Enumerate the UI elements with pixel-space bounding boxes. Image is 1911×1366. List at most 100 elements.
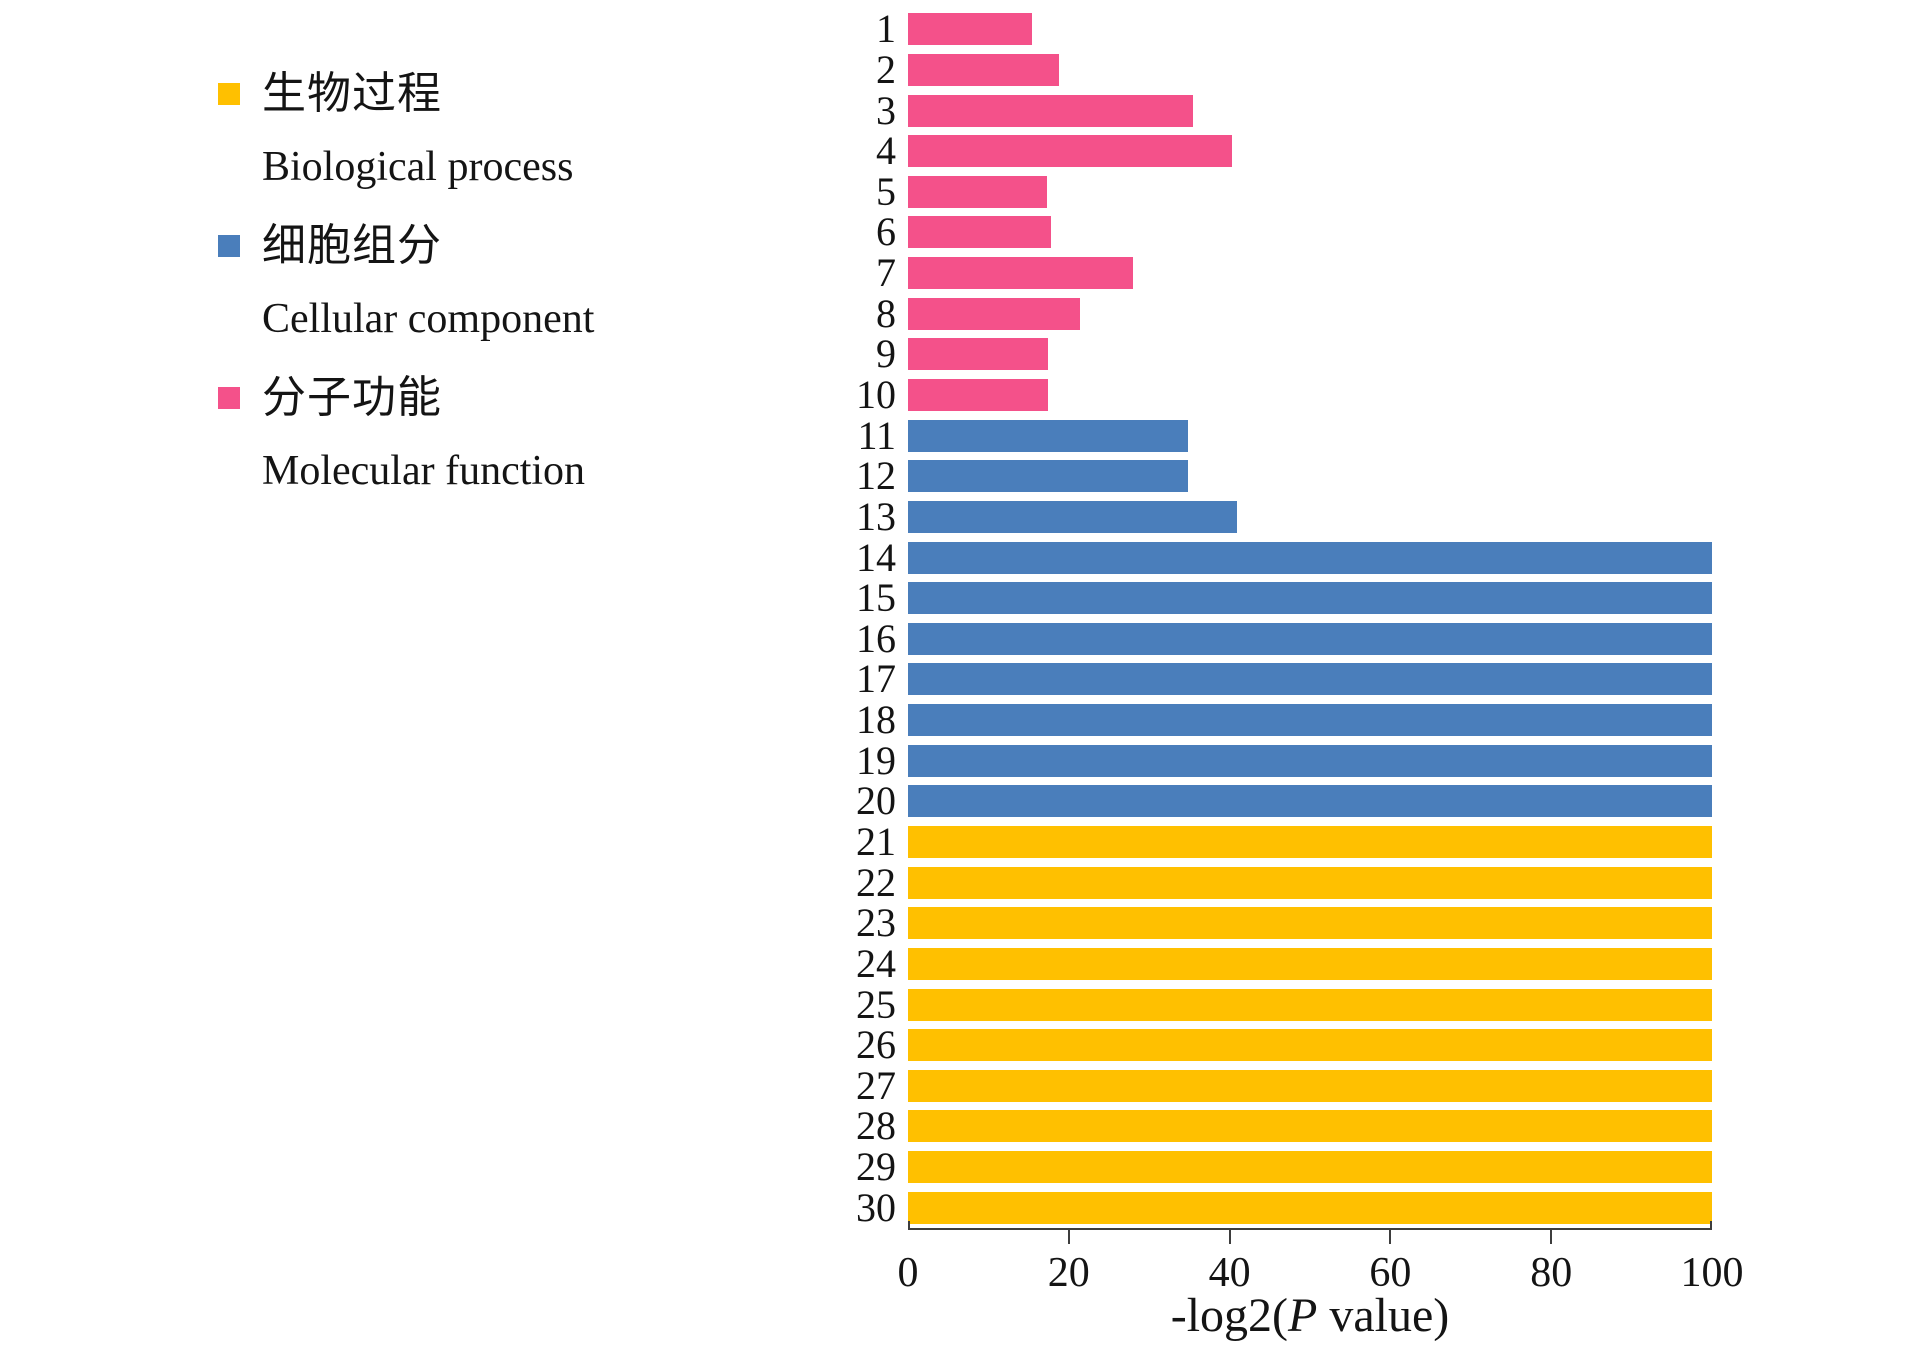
category-label: 10: [856, 372, 896, 417]
bar-row: 27: [856, 1065, 1712, 1106]
x-axis-tick: [1550, 1230, 1553, 1244]
x-axis-tick-label: 20: [1047, 1250, 1090, 1296]
x-axis-tick-label: 80: [1530, 1250, 1573, 1296]
legend-label-en-cellular-component: Cellular component: [262, 296, 595, 342]
category-label: 2: [876, 46, 896, 92]
bar-row: 24: [856, 943, 1712, 985]
bar: [908, 460, 1188, 493]
category-label: 8: [876, 290, 896, 336]
x-axis-tick-label: 60: [1369, 1250, 1412, 1296]
bar: [908, 1029, 1712, 1062]
category-label: 21: [856, 818, 896, 864]
chart-legend: 生物过程 Biological process 细胞组分 Cellular co…: [218, 62, 698, 518]
category-label: 19: [856, 737, 896, 783]
bar: [908, 53, 1060, 86]
bar: [908, 622, 1712, 655]
category-label: 7: [876, 250, 896, 296]
bar: [908, 1191, 1712, 1224]
bar-row: 22: [856, 862, 1712, 903]
bar-row: 2: [876, 49, 1712, 91]
legend-label-cn-molecular-function: 分子功能: [262, 372, 442, 423]
bar-row: 7: [876, 253, 1712, 294]
category-label: 22: [856, 859, 896, 905]
bar-row: 1: [876, 9, 1712, 50]
bar-row: 14: [856, 537, 1712, 578]
category-label: 24: [856, 940, 896, 986]
bar-row: 23: [856, 903, 1712, 944]
bar-row: 17: [856, 659, 1712, 700]
bar: [908, 907, 1712, 940]
bar: [908, 419, 1188, 452]
category-label: 11: [857, 412, 896, 458]
bar: [908, 1069, 1712, 1102]
bar: [908, 338, 1048, 371]
bar: [908, 947, 1712, 980]
legend-swatch-cellular-component: [218, 235, 240, 257]
bar: [908, 13, 1032, 46]
bar-row: 11: [857, 415, 1712, 456]
bar-row: 25: [856, 984, 1712, 1025]
category-label: 30: [856, 1184, 896, 1230]
bar-row: 19: [856, 740, 1712, 781]
legend-label-en-molecular-function: Molecular function: [262, 448, 586, 494]
bar-row: 6: [876, 212, 1712, 253]
bar-row: 28: [856, 1106, 1712, 1147]
bar-row: 13: [856, 496, 1712, 538]
category-label: 20: [856, 778, 896, 824]
x-axis-tick: [1067, 1230, 1070, 1244]
axis-cap-right: [1710, 1221, 1712, 1230]
legend-label-cn-cellular-component: 细胞组分: [262, 220, 442, 271]
x-axis-tick: [1228, 1230, 1231, 1244]
category-label: 4: [876, 128, 896, 174]
category-label: 16: [856, 615, 896, 661]
legend-label-cn-biological-process: 生物过程: [262, 68, 442, 119]
category-label: 13: [856, 493, 896, 539]
bar: [908, 744, 1712, 777]
category-label: 12: [856, 453, 896, 499]
bar-row: 4: [876, 131, 1712, 172]
x-axis-tick-label: 100: [1680, 1250, 1744, 1296]
x-axis-tick: [1389, 1230, 1392, 1244]
category-label: 9: [876, 331, 896, 377]
category-label: 3: [876, 87, 896, 133]
legend-row-cn-biological-process: 生物过程: [218, 62, 698, 126]
bar-row: 21: [856, 821, 1712, 863]
bar-row: 15: [856, 578, 1712, 619]
bar: [908, 582, 1712, 615]
bar: [908, 785, 1712, 818]
bar: [908, 94, 1193, 127]
bar-row: 10: [856, 375, 1712, 416]
bar-row: 5: [876, 171, 1712, 213]
bar-row: 8: [876, 293, 1712, 334]
bar-row: 12: [856, 456, 1712, 497]
bar-row: 30: [856, 1187, 1712, 1228]
bar-row: 26: [856, 1025, 1712, 1066]
category-label: 17: [856, 656, 896, 702]
bar: [908, 704, 1712, 737]
bar-row: 20: [856, 781, 1712, 822]
bar: [908, 541, 1712, 574]
category-label: 15: [856, 575, 896, 621]
bar: [908, 1110, 1712, 1143]
bar: [908, 663, 1712, 696]
x-axis-title-italic-p: P: [1288, 1289, 1318, 1342]
legend-row-cn-molecular-function: 分子功能: [218, 366, 698, 430]
bar: [908, 257, 1134, 290]
bar: [908, 866, 1712, 899]
bar: [908, 379, 1048, 411]
bar: [908, 216, 1052, 249]
category-label: 5: [876, 168, 896, 214]
bar-row: 9: [876, 334, 1712, 375]
category-label: 29: [856, 1144, 896, 1190]
category-label: 1: [876, 6, 896, 52]
bar: [908, 297, 1081, 330]
axis-cap-left: [908, 1221, 910, 1230]
category-label: 18: [856, 697, 896, 743]
x-axis-tick-label: 0: [897, 1250, 919, 1296]
bar: [908, 825, 1712, 858]
category-label: 23: [856, 900, 896, 946]
category-label: 14: [856, 534, 896, 580]
bar: [908, 500, 1237, 533]
